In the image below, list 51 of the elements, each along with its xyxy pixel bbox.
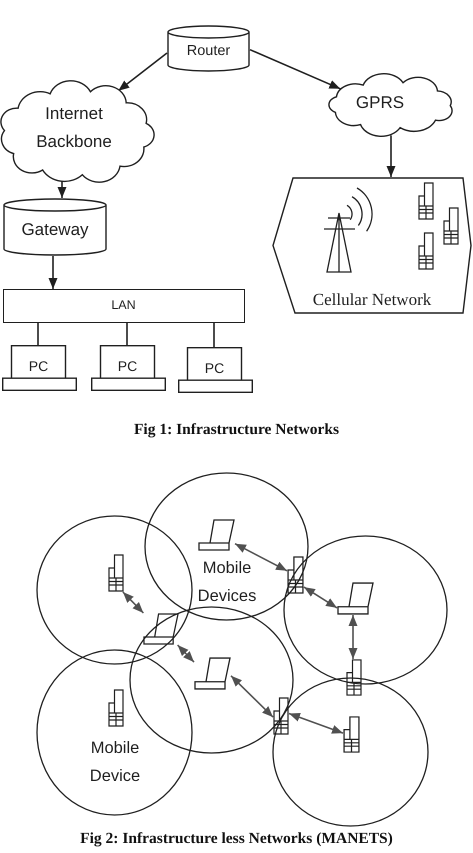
figure-caption: Fig 1: Infrastructure Networks <box>134 420 340 439</box>
double-arrow <box>177 644 195 663</box>
double-arrow <box>122 591 144 614</box>
arrow <box>118 52 168 92</box>
computer-terminal <box>91 345 166 391</box>
node-label: Mobile Device <box>90 738 140 787</box>
node-label: Router <box>186 42 230 60</box>
node-label: Cellular Network <box>312 289 432 311</box>
hexagon-area <box>272 177 472 314</box>
node-label: PC <box>28 357 48 375</box>
arrow <box>58 179 66 198</box>
arrow <box>48 256 58 289</box>
connector-line <box>37 323 39 345</box>
figure-caption: Fig 2: Infrastructure less Networks (MANETS) <box>80 829 393 848</box>
range-circle <box>36 515 193 665</box>
node-label: GPRS <box>356 92 404 114</box>
double-arrow <box>348 615 358 659</box>
connector-line <box>213 323 215 347</box>
range-circle <box>272 677 429 827</box>
laptop-icon <box>143 613 179 645</box>
range-circle <box>283 535 448 685</box>
node-label: Internet Backbone <box>36 103 112 153</box>
double-arrow <box>234 543 288 572</box>
node-label: PC <box>118 357 138 375</box>
range-circle <box>144 472 309 621</box>
mobile-phone-icon <box>346 659 362 696</box>
connector-line <box>126 323 128 345</box>
mobile-phone-icon <box>108 689 124 727</box>
cylinder-node <box>167 25 250 72</box>
double-arrow <box>230 675 274 718</box>
arrow <box>386 135 396 177</box>
mobile-phone-icon <box>287 556 304 594</box>
laptop-icon <box>194 657 231 690</box>
laptop-icon <box>198 519 235 551</box>
cylinder-node <box>3 198 107 256</box>
laptop-icon <box>337 582 374 615</box>
cloud-node <box>0 80 155 183</box>
node-label: LAN <box>111 297 136 313</box>
computer-terminal <box>2 345 77 391</box>
arrow <box>250 48 341 90</box>
mobile-phone-icon <box>343 716 360 753</box>
node-label: PC <box>204 359 224 377</box>
computer-terminal <box>178 347 253 393</box>
mobile-phone-icon <box>108 554 124 592</box>
cloud-node <box>328 73 453 137</box>
node-label: Gateway <box>21 219 89 241</box>
double-arrow <box>288 712 344 734</box>
node-label: Mobile Devices <box>198 558 256 607</box>
double-arrow <box>304 586 338 609</box>
lan-bar <box>3 289 245 323</box>
range-circle <box>36 649 193 816</box>
